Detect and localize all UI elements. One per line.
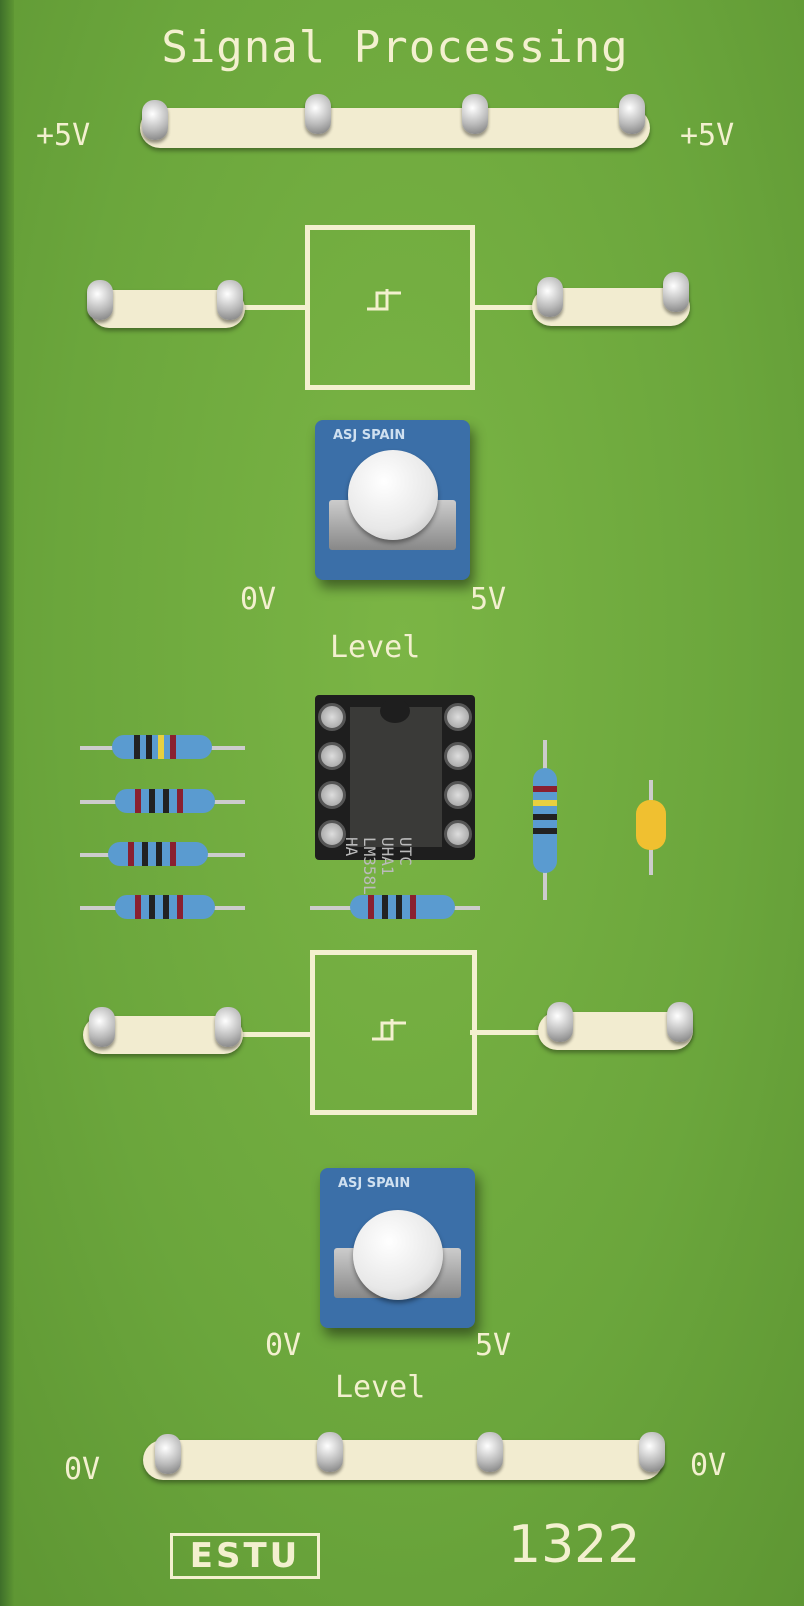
resistor	[115, 789, 215, 813]
socket-pin[interactable]	[317, 1432, 343, 1472]
schmitt-trigger-icon	[367, 289, 401, 311]
socket-pin[interactable]	[305, 94, 331, 134]
socket-pin[interactable]	[155, 1434, 181, 1474]
bottom-rail-right-label: 0V	[690, 1448, 727, 1483]
level-potentiometer-2[interactable]: ASJ SPAIN	[320, 1168, 475, 1328]
resistor	[112, 735, 212, 759]
pot-1-name: Level	[330, 630, 421, 665]
ceramic-capacitor	[636, 800, 666, 850]
top-rail-left-label: +5V	[36, 118, 91, 153]
pot-brand: ASJ SPAIN	[338, 1176, 411, 1191]
socket-pin[interactable]	[87, 280, 113, 320]
ic-marking-2: LM358L	[360, 837, 379, 895]
resistor	[533, 768, 557, 873]
model-number: 1322	[508, 1515, 641, 1575]
top-rail-right-label: +5V	[680, 118, 735, 153]
socket-pin[interactable]	[663, 272, 689, 312]
pot-2-min-label: 0V	[265, 1328, 302, 1363]
ic-marking-3: HA	[342, 837, 361, 857]
socket-pin[interactable]	[477, 1432, 503, 1472]
socket-pin[interactable]	[89, 1007, 115, 1047]
resistor	[350, 895, 455, 919]
board-title: Signal Processing	[161, 22, 629, 73]
bottom-rail-0v	[143, 1440, 663, 1480]
socket-pin[interactable]	[217, 280, 243, 320]
socket-pin[interactable]	[547, 1002, 573, 1042]
pot-brand: ASJ SPAIN	[333, 428, 406, 443]
pot-1-min-label: 0V	[240, 582, 277, 617]
resistor	[108, 842, 208, 866]
resistor	[115, 895, 215, 919]
lm358-chip: UTC UHA1 LM358L HA	[342, 699, 442, 895]
schmitt-trigger-icon	[372, 1019, 406, 1041]
socket-pin[interactable]	[142, 100, 168, 140]
pot-knob[interactable]	[353, 1210, 443, 1300]
socket-pin[interactable]	[462, 94, 488, 134]
board-edge	[0, 0, 14, 1606]
pot-1-max-label: 5V	[470, 582, 507, 617]
bottom-rail-left-label: 0V	[64, 1452, 101, 1487]
socket-pin[interactable]	[537, 277, 563, 317]
pot-2-name: Level	[335, 1370, 426, 1405]
socket-pin[interactable]	[639, 1432, 665, 1472]
ic-marking-1: UTC UHA1	[378, 837, 415, 876]
socket-pin[interactable]	[215, 1007, 241, 1047]
ic-socket-lm358: UTC UHA1 LM358L HA	[315, 695, 475, 895]
top-rail-5v	[140, 108, 650, 148]
pot-knob[interactable]	[348, 450, 438, 540]
schmitt-trigger-block	[305, 225, 475, 390]
estu-logo: ESTU	[170, 1533, 320, 1579]
schmitt-trigger-block	[310, 950, 477, 1115]
level-potentiometer-1[interactable]: ASJ SPAIN	[315, 420, 470, 580]
socket-pin[interactable]	[619, 94, 645, 134]
pot-2-max-label: 5V	[475, 1328, 512, 1363]
socket-pin[interactable]	[667, 1002, 693, 1042]
